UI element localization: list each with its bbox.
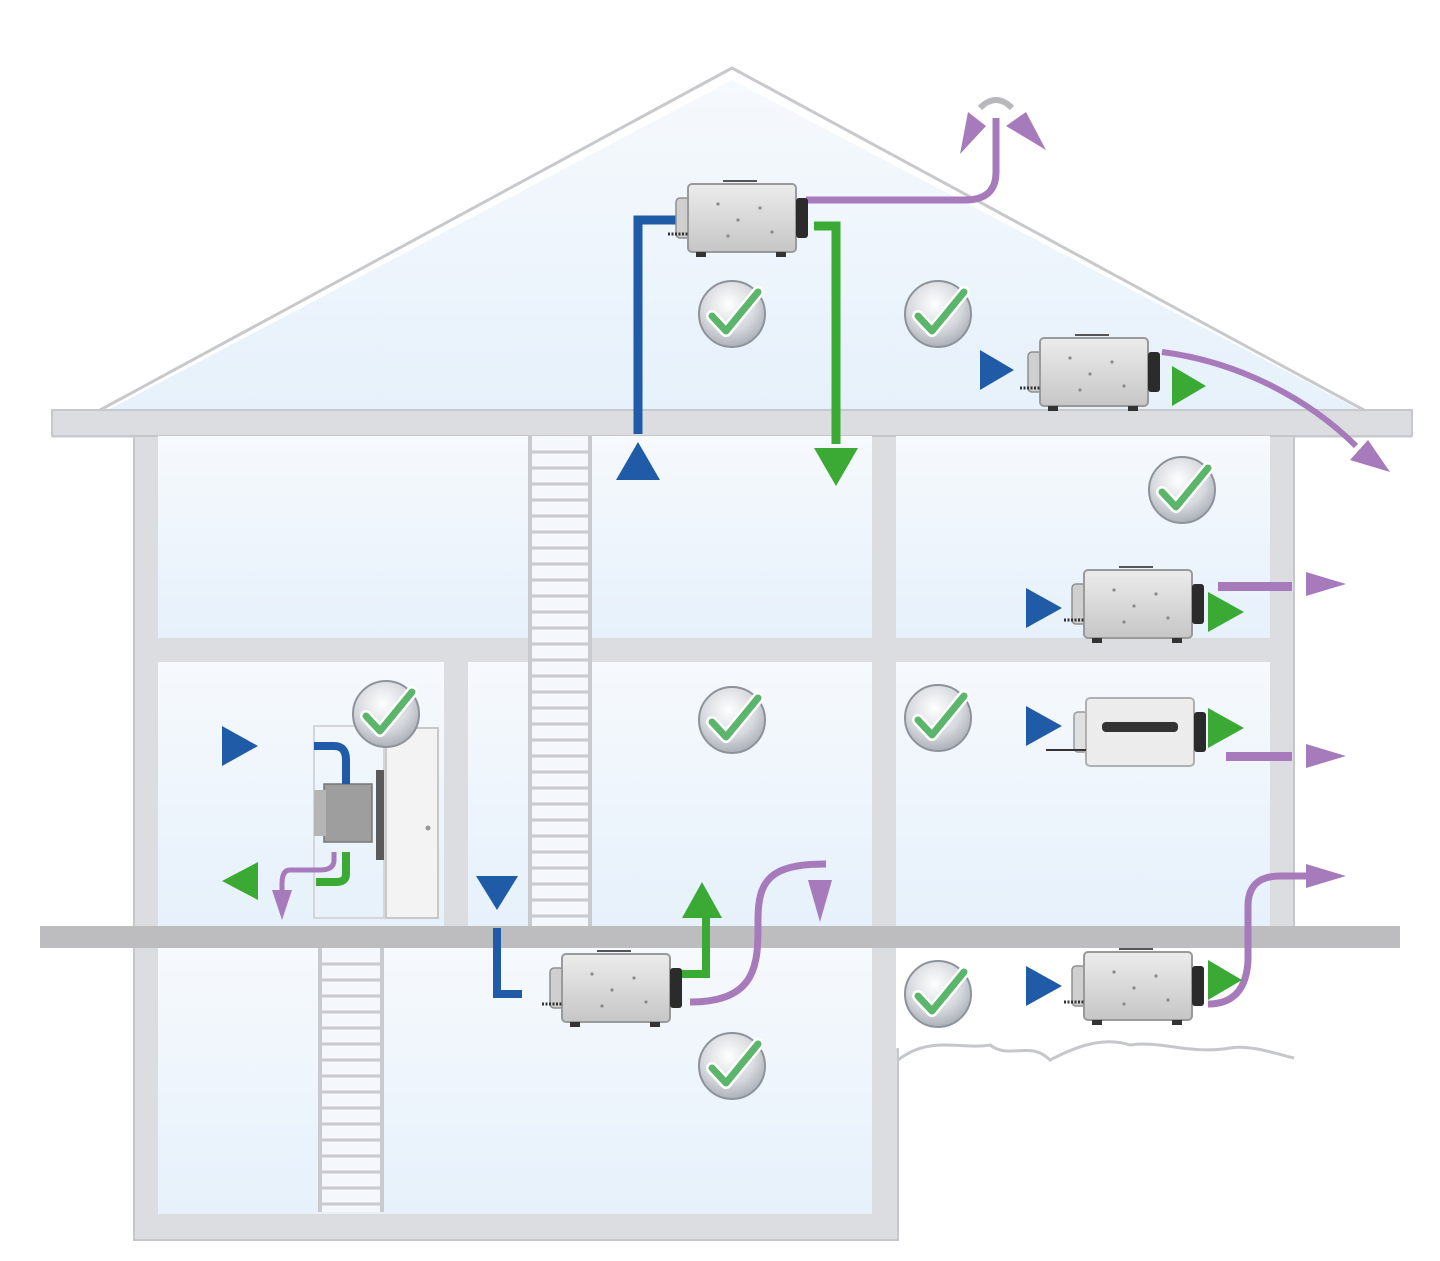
return-arrow-icon <box>1172 366 1206 406</box>
exhaust-arrow-icon <box>1350 440 1390 472</box>
supply-arrow-icon <box>980 350 1014 390</box>
room-upper-left <box>158 436 872 638</box>
main-floor-slab <box>40 926 1400 948</box>
dehumidifier-unit-icon <box>1062 565 1206 645</box>
closet-door <box>385 727 439 919</box>
dehumidifier-unit-icon <box>540 949 684 1029</box>
return-duct-closet <box>316 852 350 886</box>
return-arrow-icon <box>222 862 258 900</box>
exhaust-arrow-icon <box>272 890 292 920</box>
exhaust-arrow-icon <box>1306 864 1346 888</box>
basement-ladder <box>318 948 384 1212</box>
return-duct-basement <box>682 918 710 978</box>
check-badge-icon <box>353 681 419 747</box>
exhaust-arrow-icon <box>1306 744 1346 768</box>
exhaust-arrow-icon <box>1306 572 1346 596</box>
supply-arrow-icon <box>222 726 258 766</box>
check-badge-icon <box>699 687 765 753</box>
check-badge-icon <box>905 961 971 1027</box>
supply-arrow-icon <box>616 442 660 480</box>
return-arrow-icon <box>1208 708 1244 748</box>
return-arrow-icon <box>814 448 858 486</box>
exhaust-duct-eave <box>1161 349 1359 449</box>
supply-arrow-icon <box>1026 588 1062 628</box>
dehumidifier-unit-icon <box>1062 947 1206 1027</box>
supply-arrow-icon <box>1026 966 1062 1006</box>
supply-duct-closet <box>314 742 350 784</box>
exhaust-duct-basement <box>689 860 827 1006</box>
return-duct-attic <box>814 221 841 444</box>
return-arrow-icon <box>1208 960 1242 1000</box>
exhaust-duct-upper-right <box>1218 582 1292 591</box>
exhaust-duct-closet <box>279 852 337 892</box>
air-handler-unit <box>323 783 373 843</box>
dehumidifier-unit-icon <box>666 179 810 259</box>
exhaust-duct-crawlspace <box>1207 872 1306 1008</box>
return-arrow-icon <box>682 882 722 918</box>
dehumidifier-unit-icon <box>1018 333 1162 413</box>
door-knob <box>425 825 431 831</box>
closet-panel <box>376 770 384 860</box>
crawlspace-ground <box>897 1040 1295 1062</box>
exhaust-duct-main-right <box>1226 752 1292 761</box>
check-badge-icon <box>1149 457 1215 523</box>
attic-floor <box>51 409 1413 437</box>
supply-arrow-icon <box>1026 706 1062 746</box>
room-basement <box>158 948 872 1214</box>
exhaust-arrow-icon <box>960 112 986 154</box>
check-badge-icon <box>905 281 971 347</box>
attic-ladder <box>528 436 592 926</box>
supply-duct-attic <box>633 215 682 434</box>
supply-arrow-icon <box>476 876 518 910</box>
air-handler-side <box>314 790 326 836</box>
check-badge-icon <box>699 281 765 347</box>
roof-vent-cap <box>977 97 1015 111</box>
exhaust-arrow-icon <box>808 880 832 922</box>
exhaust-duct-roof <box>806 118 1000 204</box>
exhaust-arrow-icon <box>1006 112 1046 150</box>
return-arrow-icon <box>1208 592 1244 632</box>
check-badge-icon <box>905 685 971 751</box>
supply-duct-basement <box>493 928 522 998</box>
check-badge-icon <box>699 1033 765 1099</box>
